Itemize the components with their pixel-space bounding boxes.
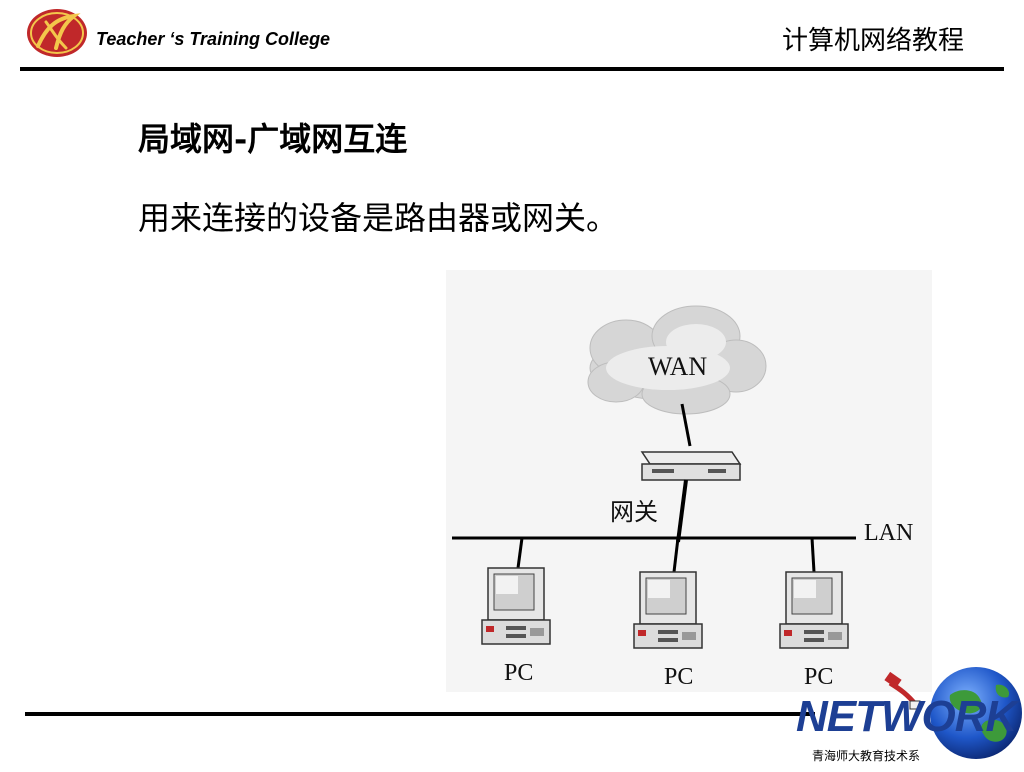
college-logo <box>26 8 88 58</box>
network-diagram: WAN 网关 LAN PC PC PC <box>446 270 932 692</box>
pc-label: PC <box>804 664 834 690</box>
wan-cloud-icon <box>587 305 767 415</box>
wan-link-line <box>680 403 692 447</box>
department-name: 青海师大教育技术系 <box>812 749 921 763</box>
cable-plug-icon <box>884 671 921 710</box>
college-name: Teacher ‘s Training College <box>96 29 331 49</box>
wan-label: WAN <box>648 352 708 381</box>
gateway-device-icon <box>640 451 742 481</box>
network-brand-text: NETWORK <box>796 692 1017 741</box>
pc-icon <box>779 571 849 649</box>
pc-label: PC <box>504 660 534 686</box>
pc-label: PC <box>664 664 694 690</box>
gateway-link-line <box>676 479 688 543</box>
gateway-label: 网关 <box>610 498 658 526</box>
slide-body-text: 用来连接的设备是路由器或网关。 <box>138 199 619 237</box>
pc-icon <box>633 571 703 649</box>
course-title: 计算机网络教程 <box>781 26 964 56</box>
network-logo <box>790 665 1024 768</box>
header-divider <box>20 67 1004 71</box>
lan-label: LAN <box>864 520 914 546</box>
footer-divider <box>25 712 815 716</box>
slide-title: 局域网-广域网互连 <box>138 120 408 158</box>
pc-icon <box>481 567 551 645</box>
